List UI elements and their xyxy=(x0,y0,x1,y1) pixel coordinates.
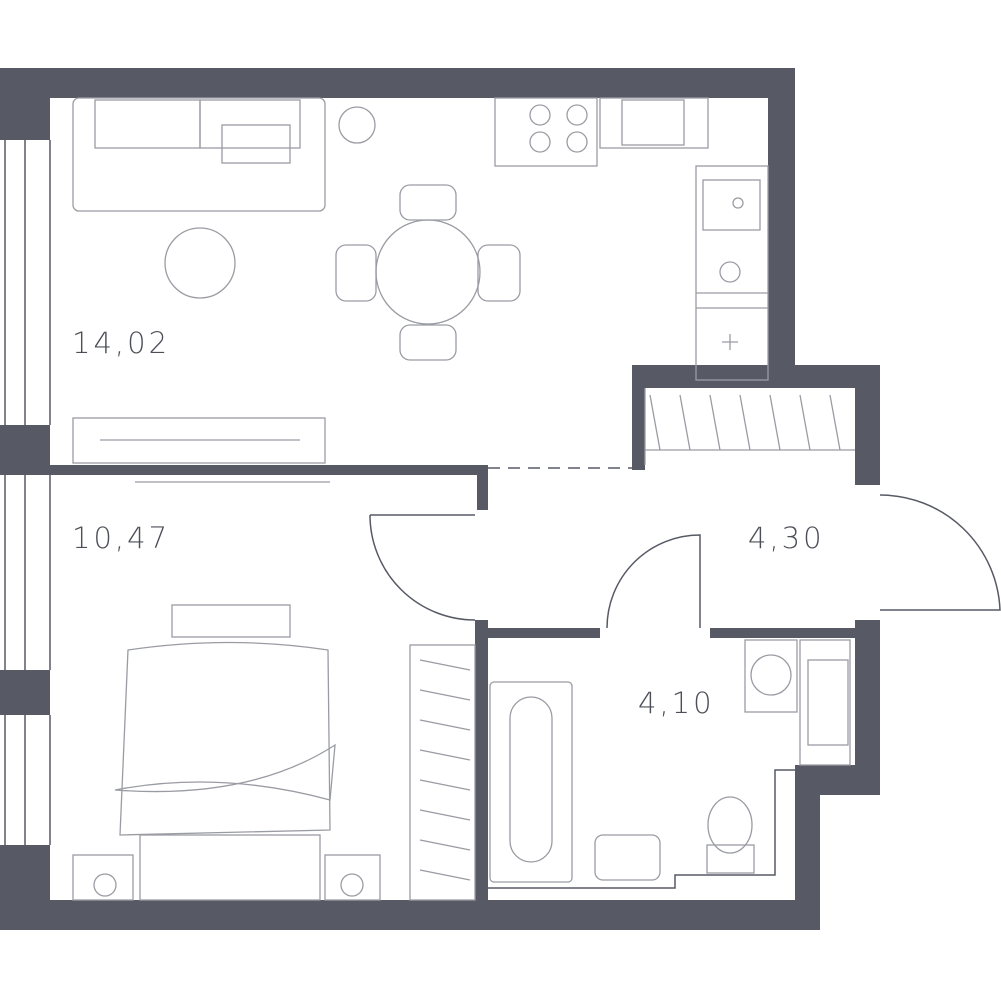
bedroom-area: 10,47 xyxy=(72,521,171,555)
hallway-area: 4,30 xyxy=(748,521,825,555)
doors xyxy=(369,467,1001,629)
windows xyxy=(4,140,51,845)
bathroom-area: 4,10 xyxy=(638,686,715,720)
furniture xyxy=(72,97,855,901)
walls xyxy=(0,68,880,930)
living-kitchen-area: 14,02 xyxy=(72,326,171,360)
